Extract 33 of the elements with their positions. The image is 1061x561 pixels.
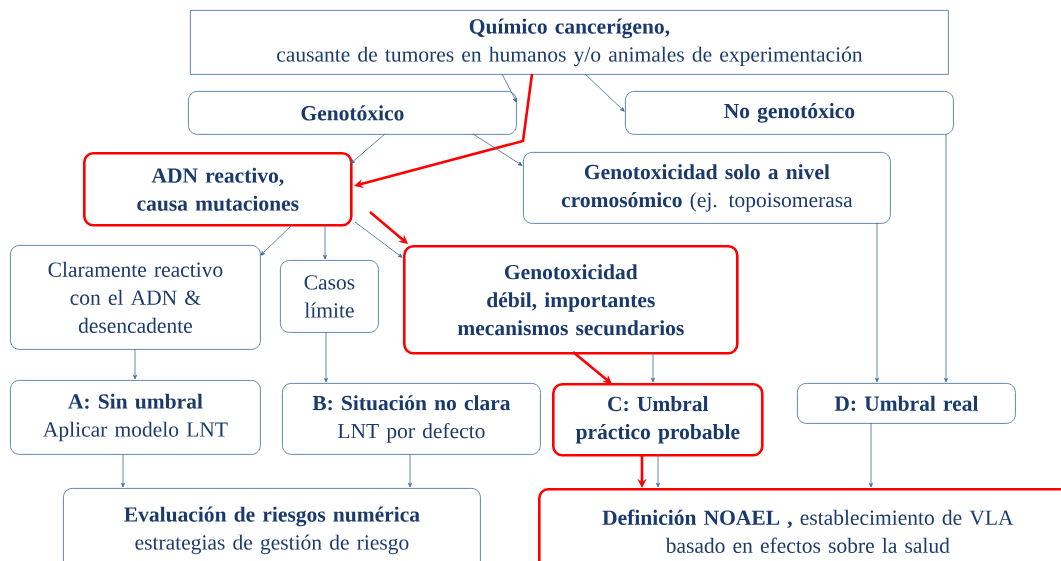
process-box: Químico cancerígeno, causante de tumores en humanos y/o animales de experimentación (190, 10, 949, 75)
process-box: No genotóxico (625, 91, 954, 135)
process-box: Claramente reactivo con el ADN & desencadente (10, 245, 261, 350)
process-box: Genotóxico (188, 91, 517, 135)
highlighted-box: Genotoxicidad débil, importantes mecanismos secundarios (403, 245, 739, 355)
arrow (472, 133, 523, 166)
highlighted-box: Definición NOAEL , establecimiento de VLA basado en efectos sobre la salud (538, 488, 1061, 561)
arrow (121, 453, 125, 488)
arrow (323, 223, 327, 260)
arrow (350, 133, 386, 164)
process-box: B: Situación no clara LNT por defecto (282, 383, 541, 455)
arrow (944, 133, 948, 383)
arrow (651, 351, 655, 383)
arrow (656, 453, 660, 488)
arrow (324, 331, 328, 383)
arrow (875, 222, 879, 383)
process-box: D: Umbral real (797, 383, 1016, 424)
process-box: A: Sin umbral Aplicar modelo LNT (10, 380, 261, 455)
highlighted-box: C: Umbral práctico probable (552, 383, 764, 457)
process-box: Evaluación de riesgos numérica estrategias de gestión de riesgo (63, 488, 481, 561)
arrow (354, 73, 534, 189)
arrow (572, 351, 612, 384)
arrow (354, 221, 403, 258)
process-box: Genotoxicidad solo a nivel cromosómico (ej. topoisomerasa (523, 152, 891, 224)
arrow (133, 348, 137, 380)
arrow (408, 453, 412, 488)
arrow (369, 211, 408, 244)
arrow (501, 73, 517, 103)
arrow (584, 73, 625, 112)
arrow (260, 223, 294, 256)
process-box: Casos límite (280, 260, 379, 333)
highlighted-box: ADN reactivo, causa mutaciones (83, 152, 353, 227)
arrow (869, 422, 873, 488)
